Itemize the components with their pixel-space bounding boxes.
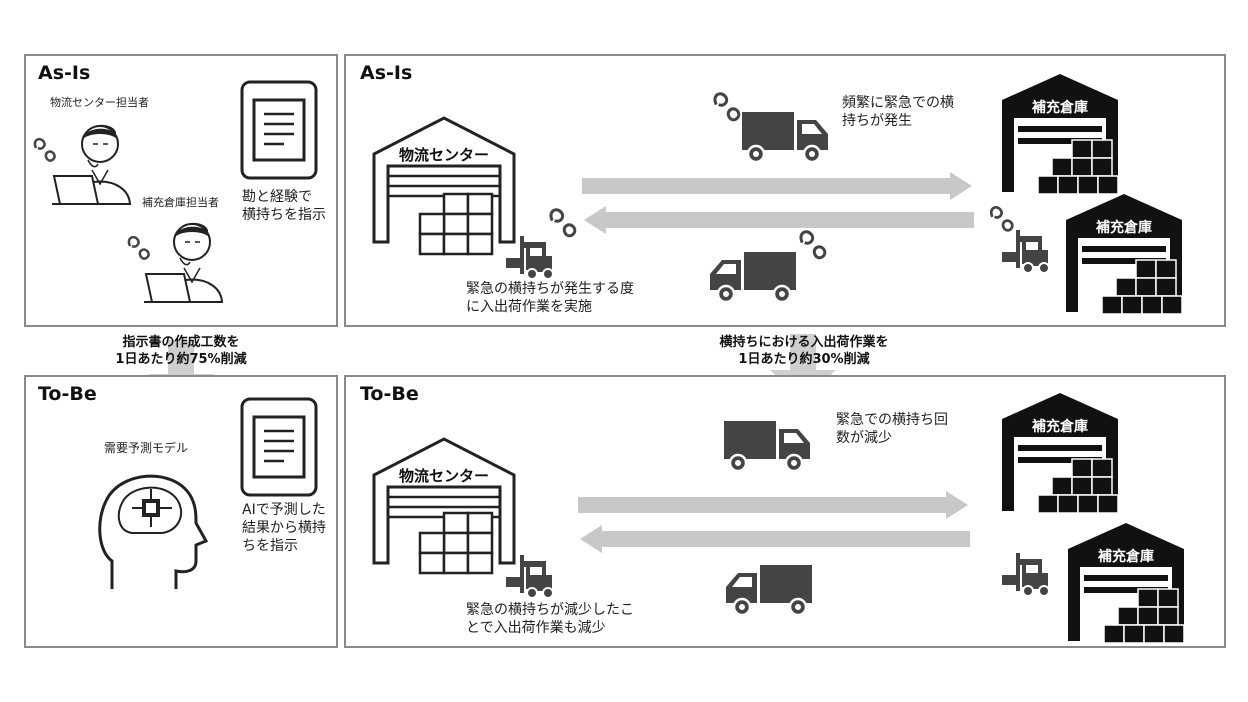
tobe-note-bottom: 緊急の横持ちが減少したこ とで入出荷作業も減少 [466, 602, 634, 636]
warehouse-label: 補充倉庫 [1097, 548, 1154, 565]
truck-icon [722, 419, 812, 473]
warehouse-icon: 補充倉庫 [1066, 194, 1182, 312]
boxes-icon [1103, 588, 1185, 644]
asis-note-top: 頻繁に緊急での横 持ちが発生 [842, 95, 954, 129]
asis-right-title: As-Is [360, 62, 413, 84]
arrow-left-icon [584, 206, 974, 234]
worker-icon [51, 123, 131, 205]
ai-brain-head-icon [98, 474, 209, 589]
distribution-center-icon: 物流センター [372, 437, 516, 565]
truck-icon [724, 563, 814, 617]
staff1-label: 物流センター担当者 [50, 96, 149, 109]
boxes-icon [1101, 259, 1183, 315]
forklift-icon [1000, 228, 1051, 275]
swirl-icon [33, 137, 56, 162]
swirl-icon [713, 92, 741, 122]
document-tablet-icon [240, 397, 318, 497]
boxes-icon [1037, 139, 1119, 195]
boxes-icon [418, 511, 494, 575]
asis-left-title: As-Is [38, 62, 91, 84]
asis-left-note: 勘と経験で 横持ちを指示 [242, 189, 326, 223]
document-tablet-icon [240, 80, 318, 180]
tobe-note-top: 緊急での横持ち回 数が減少 [836, 412, 948, 446]
swirl-icon [799, 230, 827, 260]
arrow-right-icon [578, 491, 968, 519]
center-label: 物流センター [399, 146, 489, 164]
tobe-left-panel: To-Be 需要予測モデル AIで予測した 結果から横持 ちを指示 [24, 375, 338, 648]
reduction-right: 横持ちにおける入出荷作業を 1日あたり約30%削減 [719, 335, 889, 367]
reduction-left: 指示書の作成工数を 1日あたり約75%削減 [115, 335, 247, 367]
arrow-left-icon [580, 525, 970, 553]
asis-right-panel: As-Is 物流センター 緊急の横持ちが発生する度 に入出荷作業を実施 頻繁に緊… [344, 54, 1226, 327]
swirl-icon [127, 235, 150, 260]
arrow-right-icon [582, 172, 972, 200]
warehouse-label: 補充倉庫 [1031, 99, 1088, 116]
boxes-icon [418, 192, 494, 256]
boxes-icon [1037, 458, 1119, 514]
asis-note-bottom: 緊急の横持ちが発生する度 に入出荷作業を実施 [466, 281, 634, 315]
tobe-left-note: AIで予測した 結果から横持 ちを指示 [242, 502, 326, 554]
warehouse-icon: 補充倉庫 [1068, 523, 1184, 641]
tobe-right-panel: To-Be 物流センター 緊急の横持ちが減少したこ とで入出荷作業も減少 緊急で… [344, 375, 1226, 648]
worker-icon [143, 221, 223, 303]
center-label: 物流センター [399, 467, 489, 485]
warehouse-label: 補充倉庫 [1031, 418, 1088, 435]
warehouse-icon: 補充倉庫 [1002, 393, 1118, 511]
truck-icon [740, 110, 830, 164]
truck-icon [708, 250, 798, 304]
forklift-icon [504, 234, 555, 281]
swirl-icon [549, 208, 577, 238]
forklift-icon [1000, 551, 1051, 598]
forklift-icon [504, 553, 555, 600]
distribution-center-icon: 物流センター [372, 116, 516, 244]
tobe-right-title: To-Be [360, 383, 419, 405]
asis-left-panel: As-Is 物流センター担当者 補充倉庫担当者 勘と経験で 横持ちを指示 [24, 54, 338, 327]
tobe-left-title: To-Be [38, 383, 97, 405]
staff2-label: 補充倉庫担当者 [142, 196, 219, 209]
model-label: 需要予測モデル [104, 441, 189, 455]
warehouse-icon: 補充倉庫 [1002, 74, 1118, 192]
warehouse-label: 補充倉庫 [1095, 219, 1152, 236]
